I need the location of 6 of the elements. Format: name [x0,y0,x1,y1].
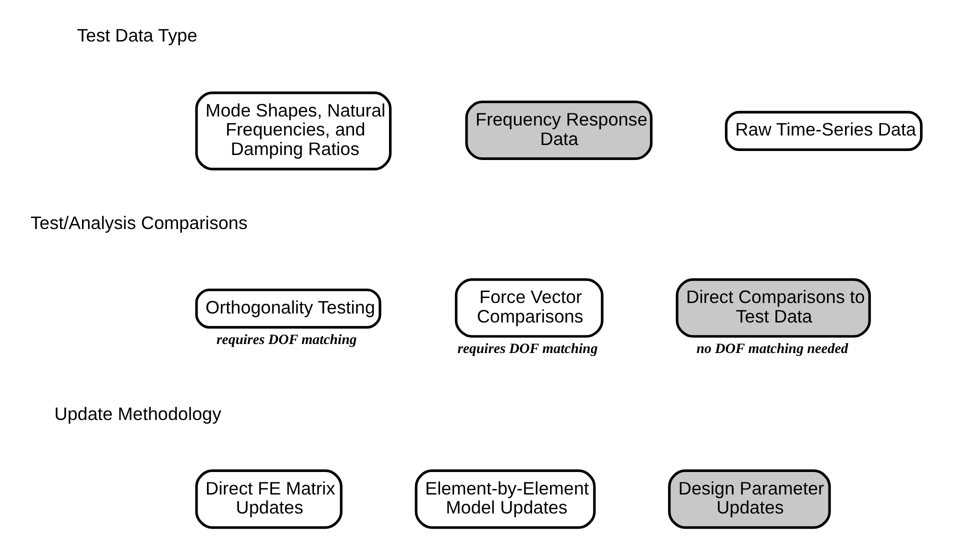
label: Test Data Type [77,25,198,46]
label: Test/Analysis Comparisons [30,212,248,233]
label: Update Methodology [54,404,222,424]
node-label: requires DOF matching [457,340,598,357]
node-label: no DOF matching needed [696,340,848,357]
node-label: requires DOF matching [216,332,357,348]
